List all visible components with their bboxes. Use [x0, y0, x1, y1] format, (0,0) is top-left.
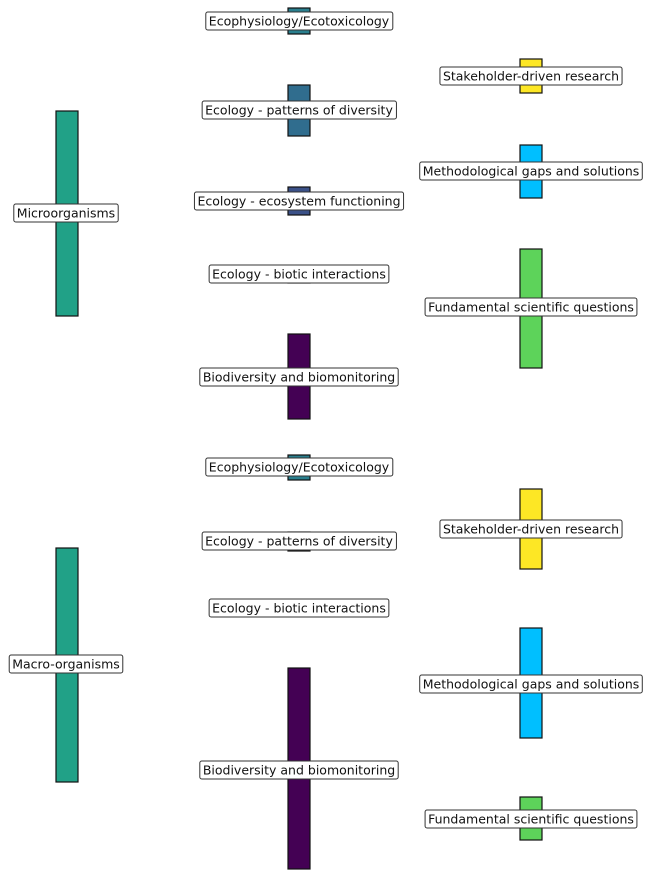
label-micro-fundamental: Fundamental scientific questions [424, 297, 638, 317]
label-macro-stakeholder: Stakeholder-driven research [439, 519, 623, 539]
label-micro-biomonitoring-text: Biodiversity and biomonitoring [203, 370, 395, 385]
link-micro-source-theme-4 [78, 213, 288, 419]
label-micro-ecophys: Ecophysiology/Ecotoxicology [205, 11, 394, 31]
label-macro-method: Methodological gaps and solutions [419, 674, 643, 694]
label-macro-stakeholder-text: Stakeholder-driven research [443, 522, 619, 537]
node-labels: MicroorganismsEcophysiology/Ecotoxicolog… [8, 11, 643, 829]
link-macro-theme-outcome-5 [310, 602, 520, 823]
label-micro-fundamental-text: Fundamental scientific questions [428, 300, 634, 315]
label-macro-ecophys: Ecophysiology/Ecotoxicology [205, 457, 394, 477]
link-macro-source-theme-3 [78, 582, 288, 869]
flow-nodes [55, 7, 543, 870]
label-macro-method-text: Methodological gaps and solutions [423, 677, 640, 692]
label-micro-biomonitoring: Biodiversity and biomonitoring [199, 367, 399, 387]
label-micro-function-text: Ecology - ecosystem functioning [197, 194, 400, 209]
link-micro-theme-outcome-4 [310, 20, 520, 263]
label-microorganisms-text: Microorganisms [17, 206, 115, 221]
label-micro-method: Methodological gaps and solutions [419, 161, 643, 181]
label-macro-fundamental: Fundamental scientific questions [424, 809, 638, 829]
label-macro-biomonitoring: Biodiversity and biomonitoring [199, 760, 399, 780]
link-micro-source-theme-1 [78, 85, 288, 160]
label-macro-biomonitoring-text: Biodiversity and biomonitoring [203, 763, 395, 778]
label-macro-biotic: Ecology - biotic interactions [208, 598, 390, 618]
label-macro-organisms-text: Macro-organisms [12, 657, 120, 672]
label-micro-biotic: Ecology - biotic interactions [208, 264, 390, 284]
label-micro-stakeholder: Stakeholder-driven research [439, 66, 623, 86]
label-macro-patterns-text: Ecology - patterns of diversity [205, 534, 393, 549]
label-micro-patterns: Ecology - patterns of diversity [201, 100, 397, 120]
label-macro-patterns: Ecology - patterns of diversity [201, 531, 397, 551]
label-macro-fundamental-text: Fundamental scientific questions [428, 812, 634, 827]
label-macro-ecophys-text: Ecophysiology/Ecotoxicology [209, 460, 390, 475]
link-macro-theme-outcome-2 [310, 823, 520, 869]
label-macro-biotic-text: Ecology - biotic interactions [212, 601, 386, 616]
label-micro-biotic-text: Ecology - biotic interactions [212, 267, 386, 282]
label-micro-function: Ecology - ecosystem functioning [193, 191, 405, 211]
label-micro-method-text: Methodological gaps and solutions [423, 164, 640, 179]
label-micro-ecophys-text: Ecophysiology/Ecotoxicology [209, 14, 390, 29]
label-microorganisms: Microorganisms [13, 203, 119, 223]
label-micro-stakeholder-text: Stakeholder-driven research [443, 69, 619, 84]
link-macro-theme-outcome-3 [310, 455, 520, 810]
label-macro-organisms: Macro-organisms [8, 654, 124, 674]
label-micro-patterns-text: Ecology - patterns of diversity [205, 103, 393, 118]
